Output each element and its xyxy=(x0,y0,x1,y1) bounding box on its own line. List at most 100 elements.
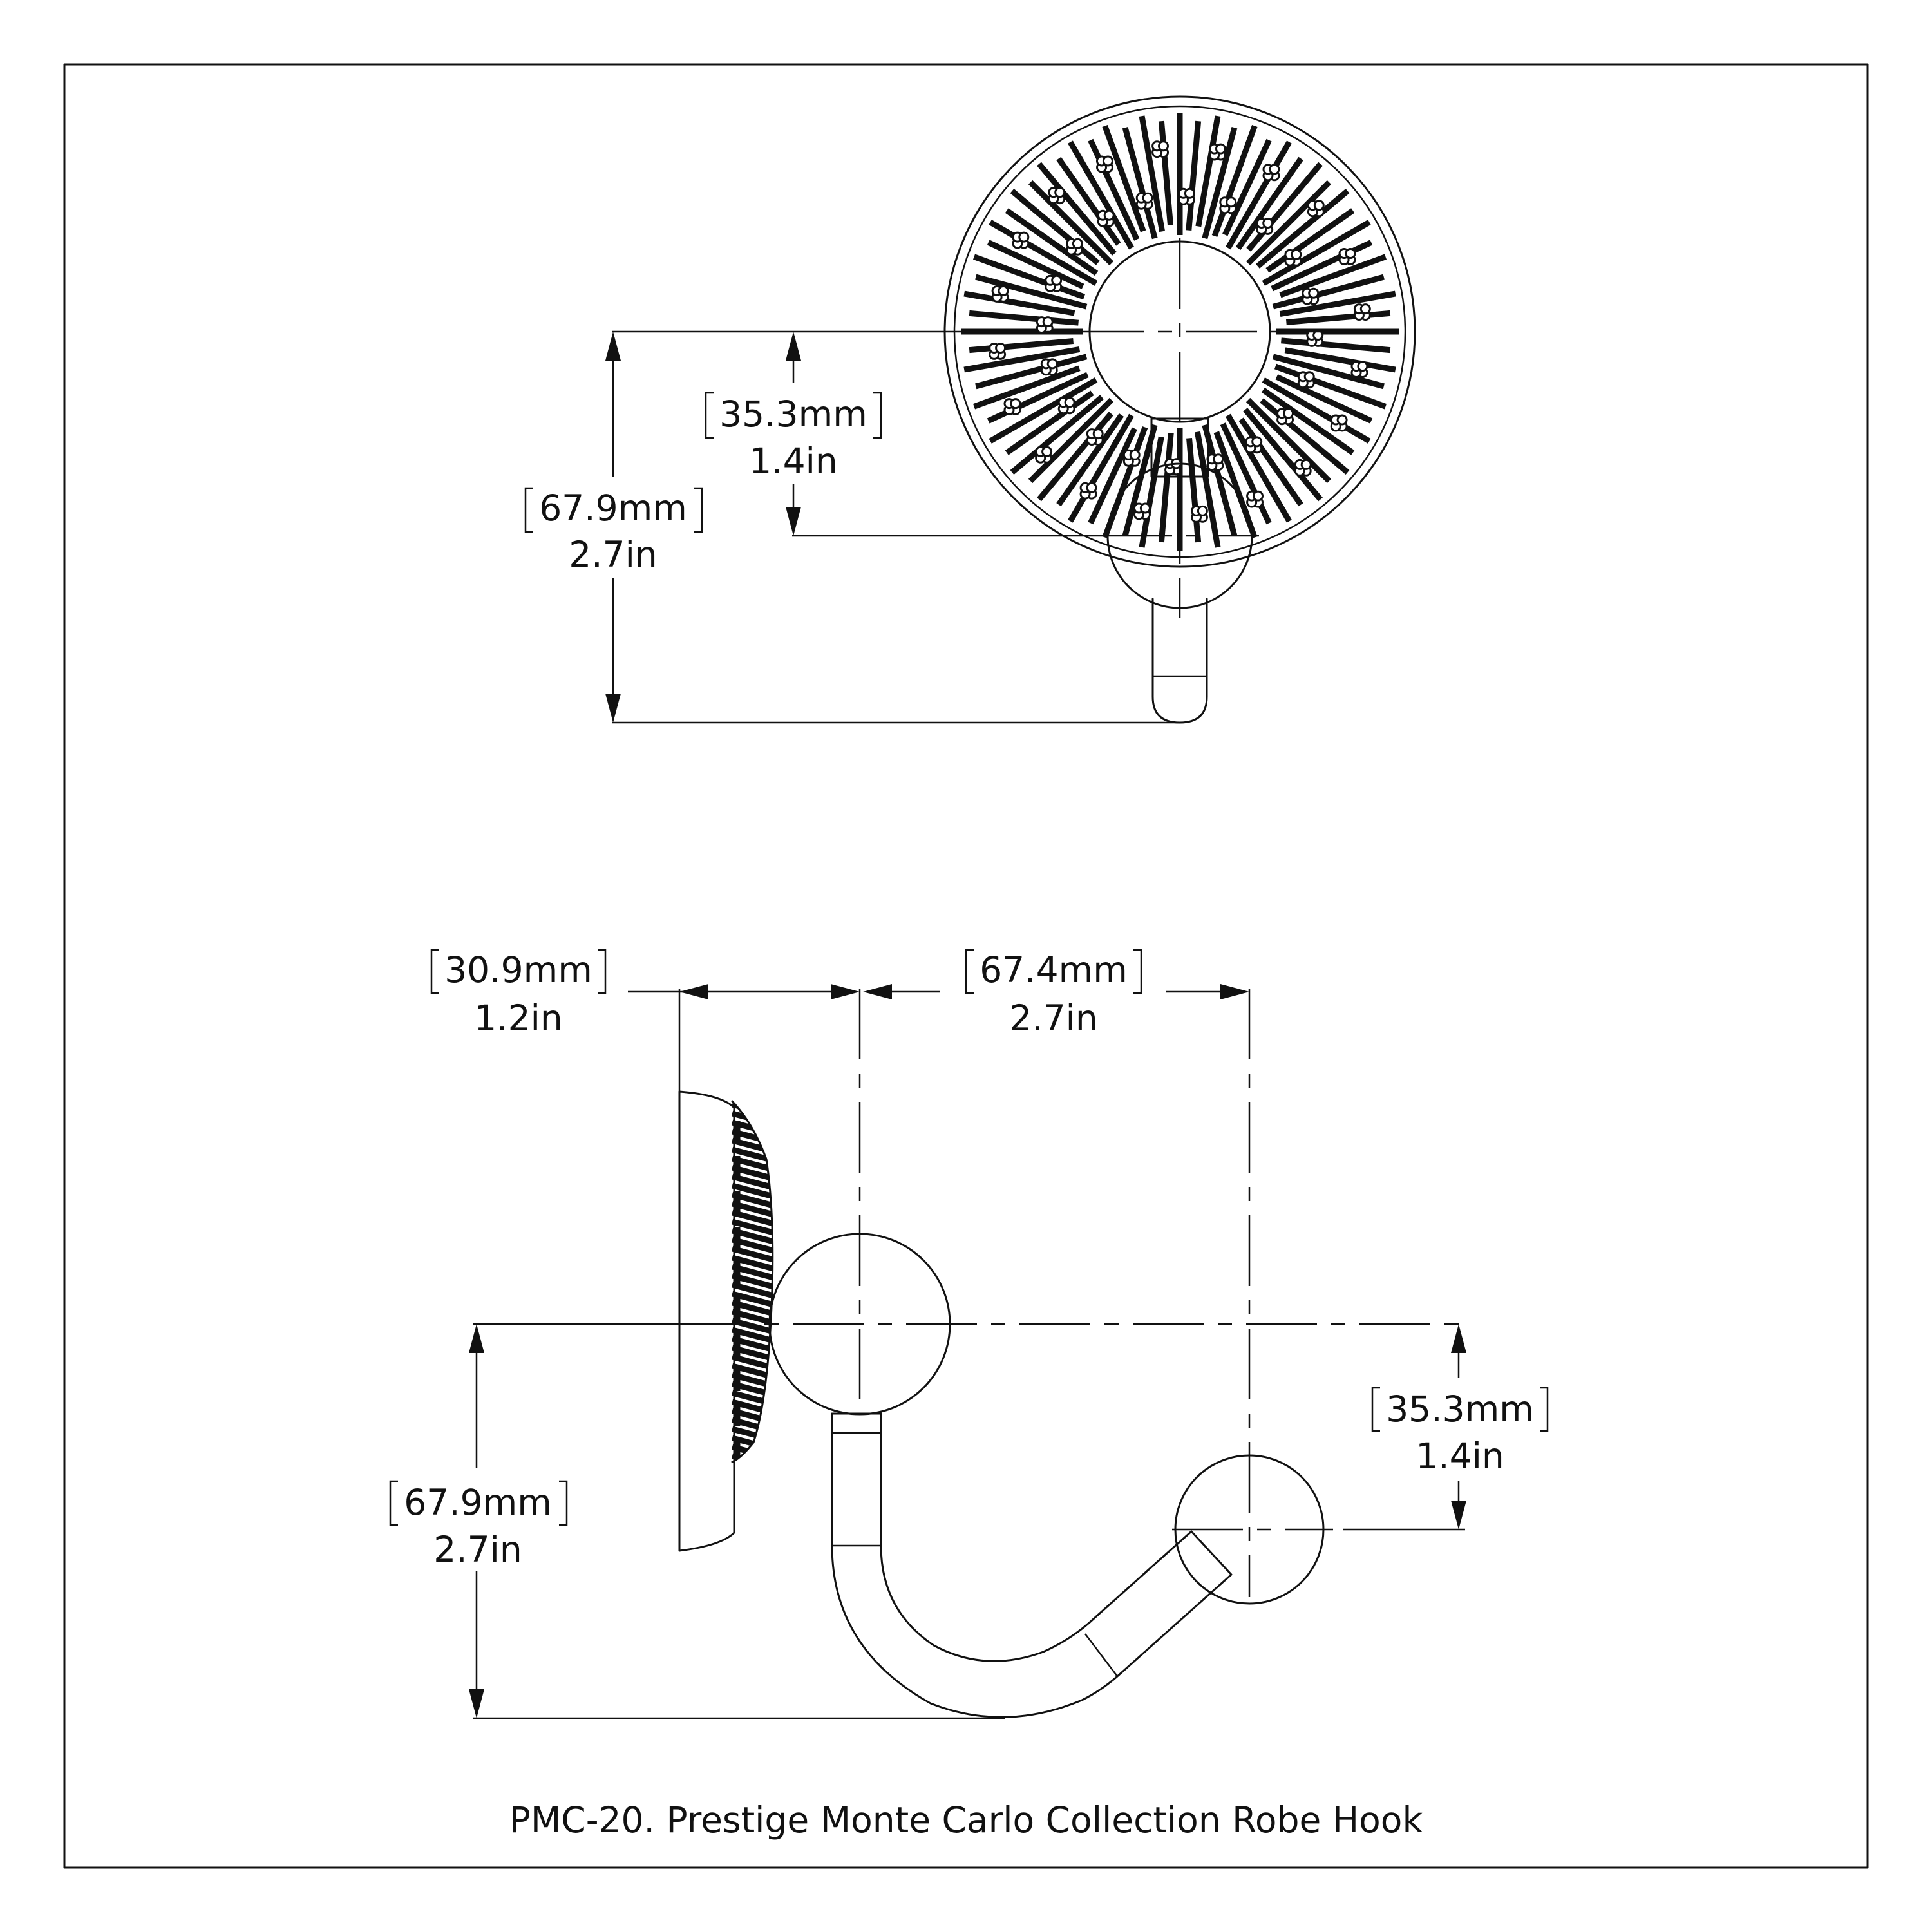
rosette-ray xyxy=(1286,310,1391,325)
rosette-ray xyxy=(963,346,1081,373)
rosette-ray xyxy=(1272,354,1385,390)
front-dim-upper-in: 1.4in xyxy=(749,440,838,482)
rosette-ray xyxy=(969,310,1079,326)
rosette-ray xyxy=(1238,417,1303,507)
rosette-ray xyxy=(1005,208,1099,276)
arrowhead xyxy=(1451,1324,1466,1353)
rosette-ray xyxy=(1122,424,1158,536)
flower-ornament xyxy=(1191,505,1208,523)
arrowhead xyxy=(605,332,621,361)
side-dim-drop-mm: 35.3mm xyxy=(1386,1388,1534,1430)
rosette-ray xyxy=(1262,377,1371,444)
side-dim-height-mm: 67.9mm xyxy=(404,1482,552,1523)
drawing-frame xyxy=(63,63,1869,1869)
profile-ray xyxy=(732,1218,773,1236)
bracket-right xyxy=(1540,1387,1549,1432)
rosette-ray xyxy=(1195,115,1221,227)
rosette-ray xyxy=(1213,431,1258,539)
flower-ornament xyxy=(1045,274,1063,292)
flower-ornament xyxy=(1219,196,1237,214)
rosette-ray xyxy=(1005,390,1094,455)
bracket-left xyxy=(705,392,714,439)
hook-arm xyxy=(831,1412,1233,1718)
rosette-ray xyxy=(1245,397,1332,484)
rosette-ray xyxy=(1279,254,1387,298)
rosette-ray xyxy=(969,338,1074,354)
rosette-ray xyxy=(1265,208,1355,273)
rosette-ray xyxy=(1139,436,1164,548)
flower-ornament xyxy=(1133,502,1151,520)
drawing-caption: PMC-20. Prestige Monte Carlo Collection … xyxy=(509,1799,1423,1841)
bracket-right xyxy=(873,392,882,439)
front-dim-overall-in: 2.7in xyxy=(569,534,658,575)
front-view: 35.3mm 1.4in 67.9mm 2.7in xyxy=(524,95,1416,724)
rosette-ray xyxy=(1186,120,1202,231)
profile-ray xyxy=(732,1318,773,1336)
rosette-ray xyxy=(975,354,1088,390)
rosette-ray xyxy=(1256,189,1350,269)
back-plate xyxy=(678,1090,735,1552)
flower-ornament xyxy=(1135,192,1153,210)
flower-ornament xyxy=(1036,316,1054,334)
rosette-ray xyxy=(1262,220,1371,286)
rosette-flowers xyxy=(989,140,1371,523)
rosette-ray xyxy=(1226,140,1292,250)
rosette-ray xyxy=(1068,413,1134,523)
arrowhead xyxy=(863,984,892,999)
flower-ornament xyxy=(1035,446,1053,464)
profile-ray xyxy=(732,1291,773,1309)
rosette-ray xyxy=(1272,274,1385,310)
rosette-ray xyxy=(989,377,1098,444)
arrowhead xyxy=(679,984,708,999)
flower-ornament xyxy=(1338,248,1356,265)
flower-ornament xyxy=(1246,490,1264,508)
bracket-right xyxy=(559,1480,568,1526)
flower-ornament xyxy=(1164,458,1182,476)
hook-neck xyxy=(831,1412,882,1434)
rosette-ray xyxy=(1010,189,1100,265)
arrowhead xyxy=(1220,984,1249,999)
front-dim-overall-mm: 67.9mm xyxy=(539,488,687,529)
rosette-ray xyxy=(1122,127,1158,240)
flower-ornament xyxy=(991,285,1009,303)
arrowhead xyxy=(831,984,860,999)
profile-ray xyxy=(732,1209,773,1227)
rosette-ray xyxy=(972,254,1086,300)
flower-ornament xyxy=(1245,436,1263,454)
rosette-ray xyxy=(1284,347,1396,373)
rosette-ray xyxy=(1102,124,1146,232)
side-dim-projection-in: 2.7in xyxy=(1009,998,1098,1039)
flower-ornament xyxy=(1262,164,1280,182)
profile-ray xyxy=(732,1245,773,1264)
rosette-ray xyxy=(1037,162,1117,256)
flower-ornament xyxy=(1350,361,1368,378)
arrowhead xyxy=(786,332,801,361)
rosette-ray xyxy=(1246,162,1323,252)
flower-ornament xyxy=(1096,155,1113,173)
side-view: 30.9mm 1.2in 67.4mm 2.7in 35.3mm 1.4in 6… xyxy=(389,949,1549,1719)
rosette-ray xyxy=(1056,413,1124,507)
flower-ornament xyxy=(1206,453,1224,471)
rosette-ray xyxy=(1139,115,1166,232)
flower-ornament xyxy=(1012,231,1030,249)
rosette-ray xyxy=(1274,363,1387,410)
bracket-right xyxy=(1133,949,1142,994)
rosette-ray xyxy=(975,274,1088,310)
rosette-ray xyxy=(1222,138,1272,236)
bracket-left xyxy=(430,949,439,994)
flower-ornament xyxy=(1151,140,1169,158)
profile-ray xyxy=(732,1282,773,1300)
rosette-ray xyxy=(972,365,1081,410)
rosette-ray xyxy=(1260,398,1350,475)
rosette-ray xyxy=(963,290,1075,316)
flower-ornament xyxy=(1306,330,1324,347)
flower-ornament xyxy=(1284,249,1302,267)
rosette-ray xyxy=(1261,387,1355,455)
rosette-profile-pattern xyxy=(732,1101,773,1462)
rosette-ray xyxy=(1202,424,1238,536)
arrowhead xyxy=(469,1324,484,1353)
flower-ornament xyxy=(1209,143,1226,161)
rosette-ray xyxy=(1202,127,1238,240)
rosette-ray xyxy=(1275,374,1373,424)
